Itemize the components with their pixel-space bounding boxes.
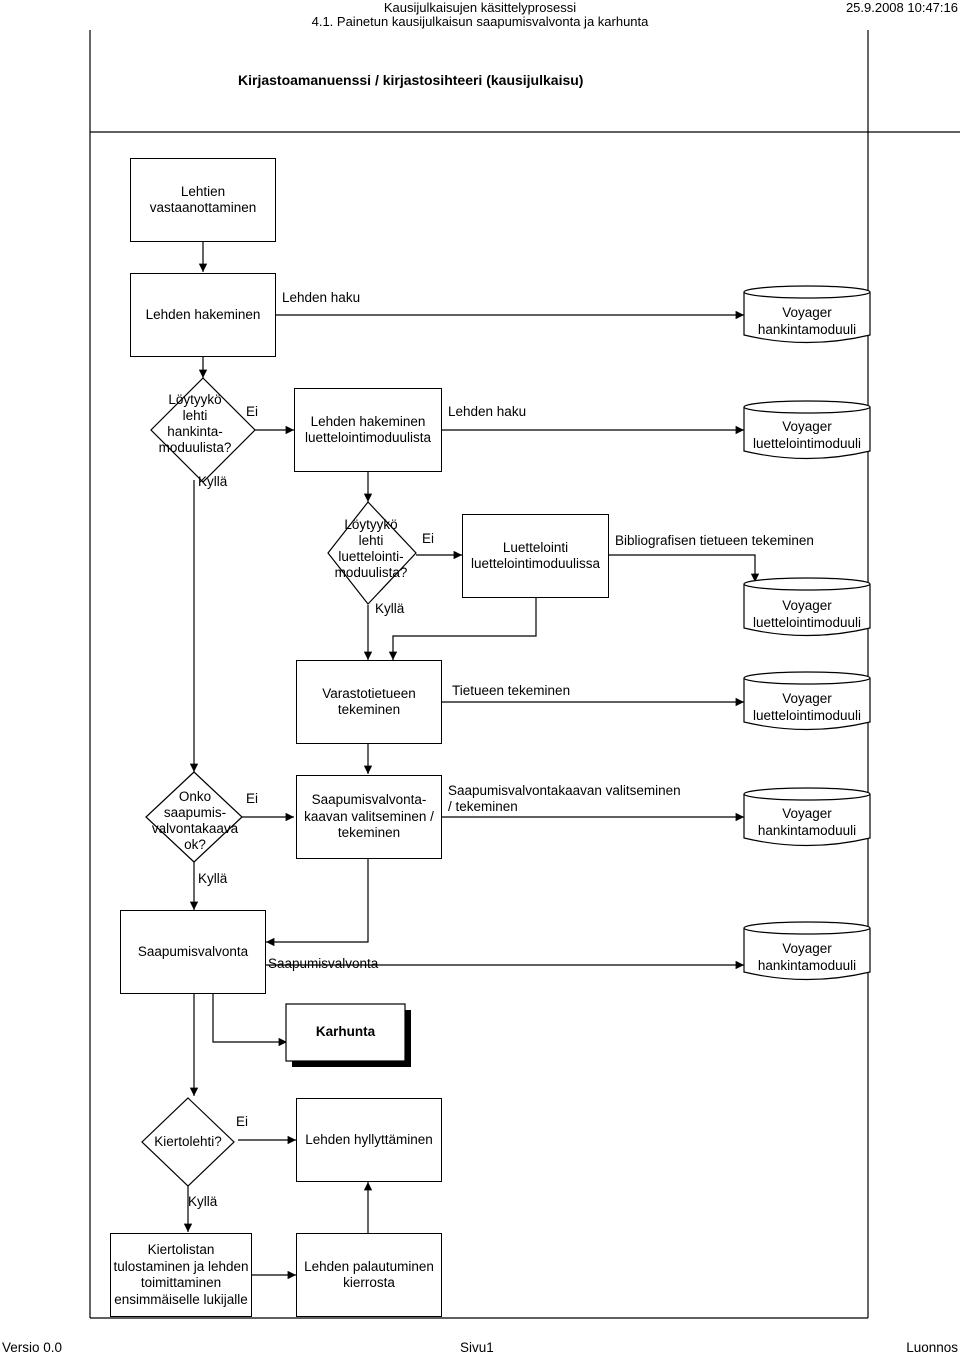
box-text: tekeminen bbox=[337, 702, 401, 717]
subprocess-title: 4.1. Painetun kausijulkaisun saapumisval… bbox=[311, 14, 649, 29]
box-text: Varastotietueen bbox=[322, 685, 416, 701]
box-text: luettelointimoduulista bbox=[304, 430, 432, 445]
database-icon bbox=[743, 678, 871, 731]
box-text: vastaanottaminen bbox=[149, 200, 257, 215]
database-icon bbox=[743, 584, 871, 637]
database-icon bbox=[743, 407, 871, 460]
box-text: kaavan valitseminen / bbox=[304, 808, 434, 824]
decision-diamond-3 bbox=[145, 771, 243, 863]
database-icon bbox=[743, 794, 871, 847]
database-icon bbox=[743, 928, 871, 981]
label-kylla: Kyllä bbox=[198, 474, 228, 489]
box-text: toimittaminen bbox=[140, 1275, 222, 1290]
process-title: Kausijulkaisujen käsittelyprosessi bbox=[383, 0, 577, 15]
box-text: tekeminen bbox=[337, 825, 401, 841]
label-ei: Ei bbox=[246, 791, 259, 806]
box-lehden-hyllyttaminen: Lehden hyllyttäminen bbox=[296, 1098, 442, 1182]
box-text: Karhunta bbox=[315, 1024, 376, 1040]
box-lehden-hakeminen: Lehden hakeminen bbox=[130, 273, 276, 357]
box-text: Saapumisvalvonta- bbox=[311, 792, 427, 808]
flow-label-lehden-haku: Lehden haku bbox=[282, 290, 361, 305]
box-text: Lehden hakeminen bbox=[310, 413, 426, 429]
box-karhunta: Karhunta bbox=[286, 1004, 405, 1061]
label-kylla: Kyllä bbox=[188, 1194, 218, 1209]
box-text: Lehtien bbox=[180, 183, 226, 199]
flow-label-lehden-haku: Lehden haku bbox=[448, 404, 527, 419]
decision-diamond-1 bbox=[150, 377, 256, 483]
decision-diamond-2 bbox=[327, 501, 417, 605]
flow-label-kaava: Saapumisvalvontakaavan valitseminen/ tek… bbox=[448, 783, 681, 814]
database-icon bbox=[743, 292, 871, 344]
box-text: Lehden palautuminen bbox=[304, 1258, 434, 1274]
box-text: Kiertolistan bbox=[147, 1242, 215, 1257]
footer-page: Sivu1 bbox=[460, 1340, 494, 1355]
box-text: tulostaminen ja lehden bbox=[113, 1258, 249, 1274]
flow-label-bibliografinen: Bibliografisen tietueen tekeminen bbox=[615, 533, 814, 548]
box-text: Saapumisvalvonta bbox=[137, 943, 249, 959]
box-text: Lehden hakeminen bbox=[145, 306, 261, 322]
lane-title: Kirjastoamanuenssi / kirjastosihteeri (k… bbox=[238, 72, 584, 88]
label-kylla: Kyllä bbox=[198, 871, 228, 886]
header-datetime: 25.9.2008 10:47:16 bbox=[845, 0, 958, 15]
flow-label-saapumisvalvonta: Saapumisvalvonta bbox=[268, 956, 379, 971]
label-ei: Ei bbox=[236, 1114, 249, 1129]
label-kylla: Kyllä bbox=[375, 601, 405, 616]
flow-label-tietueen-tekeminen: Tietueen tekeminen bbox=[452, 683, 571, 698]
box-kaavan-valitseminen: Saapumisvalvonta-kaavan valitseminen /te… bbox=[296, 775, 442, 859]
box-text: Lehden hyllyttäminen bbox=[305, 1131, 433, 1147]
footer-status: Luonnos bbox=[906, 1340, 958, 1355]
box-saapumisvalvonta: Saapumisvalvonta bbox=[120, 910, 266, 994]
box-text: Luettelointi bbox=[502, 539, 569, 555]
box-text: ensimmäiselle lukijalle bbox=[114, 1291, 248, 1307]
label-ei: Ei bbox=[246, 404, 259, 419]
box-text: luettelointimoduulissa bbox=[470, 556, 601, 571]
box-text: kierrosta bbox=[343, 1275, 395, 1290]
label-ei: Ei bbox=[422, 531, 435, 546]
decision-4-text: Kiertolehti? bbox=[154, 1134, 222, 1149]
decision-diamond-4 bbox=[141, 1097, 235, 1187]
footer-version: Versio 0.0 bbox=[2, 1340, 63, 1355]
